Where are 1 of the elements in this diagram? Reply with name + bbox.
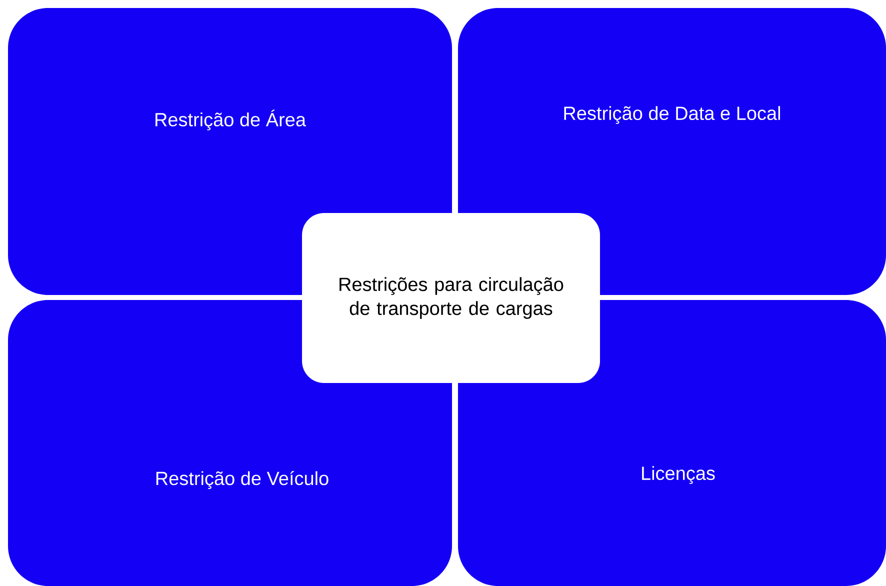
center-box: Restrições para circulação de transporte de cargas: [302, 213, 600, 383]
